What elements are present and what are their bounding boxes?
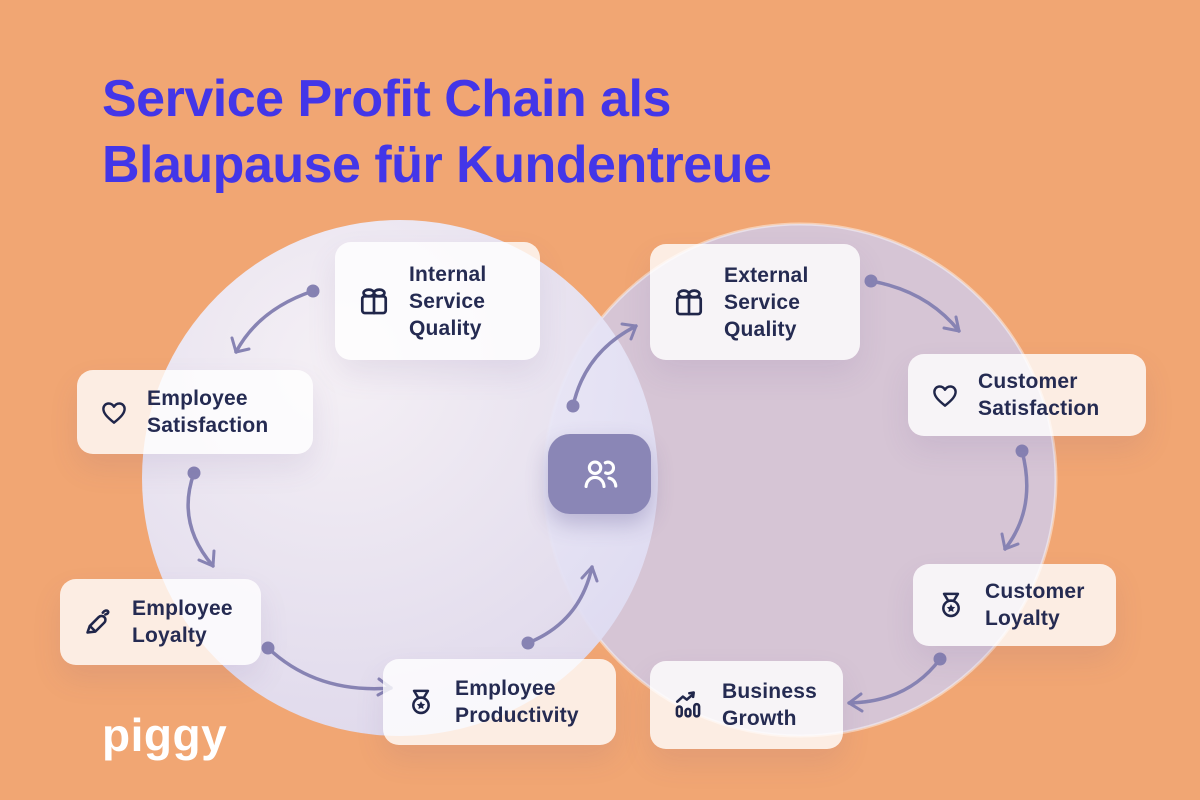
node-employee-satisfaction: Employee Satisfaction bbox=[77, 370, 313, 454]
page-title-line2: Blaupause für Kundentreue bbox=[102, 136, 772, 194]
node-label: Customer Satisfaction bbox=[978, 370, 1100, 420]
heart-icon bbox=[97, 395, 131, 429]
node-label: Employee Productivity bbox=[455, 677, 579, 727]
heart-icon bbox=[928, 378, 962, 412]
arrow-center-to-external bbox=[566, 322, 638, 413]
growth-chart-icon bbox=[670, 687, 706, 723]
center-hub bbox=[548, 434, 651, 514]
arrow-employee-loyalty-to-productivity bbox=[261, 641, 393, 697]
medal-icon bbox=[933, 587, 969, 623]
node-internal-service-quality: Internal Service Quality bbox=[335, 242, 540, 360]
arrow-external-to-customer-satisfaction bbox=[864, 274, 961, 333]
node-customer-satisfaction: Customer Satisfaction bbox=[908, 354, 1146, 436]
arrow-customer-satisfaction-to-loyalty bbox=[1000, 444, 1029, 551]
node-label: Business Growth bbox=[722, 680, 817, 730]
node-business-growth: Business Growth bbox=[650, 661, 843, 749]
page-title: Service Profit Chain als Blaupause für K… bbox=[102, 66, 772, 198]
node-employee-loyalty: Employee Loyalty bbox=[60, 579, 261, 665]
node-label: Employee Loyalty bbox=[132, 597, 233, 647]
gift-icon bbox=[355, 282, 393, 320]
node-label: External Service Quality bbox=[724, 263, 809, 341]
piggy-logo: piggy bbox=[102, 709, 228, 761]
node-label: Customer Loyalty bbox=[985, 580, 1085, 630]
pen-icon bbox=[80, 604, 116, 640]
gift-icon bbox=[670, 283, 708, 321]
node-label: Internal Service Quality bbox=[409, 262, 487, 340]
node-label: Employee Satisfaction bbox=[147, 387, 269, 437]
node-employee-productivity: Employee Productivity bbox=[383, 659, 616, 745]
arrow-customer-loyalty-to-growth bbox=[847, 652, 947, 713]
arrow-productivity-to-center bbox=[521, 565, 599, 650]
node-external-service-quality: External Service Quality bbox=[650, 244, 860, 360]
arrow-internal-to-employee-satisfaction bbox=[230, 284, 320, 354]
medal-icon bbox=[403, 684, 439, 720]
page-title-line1: Service Profit Chain als bbox=[102, 70, 671, 128]
node-customer-loyalty: Customer Loyalty bbox=[913, 564, 1116, 646]
team-icon bbox=[578, 452, 622, 496]
arrow-employee-satisfaction-to-loyalty bbox=[186, 466, 216, 568]
